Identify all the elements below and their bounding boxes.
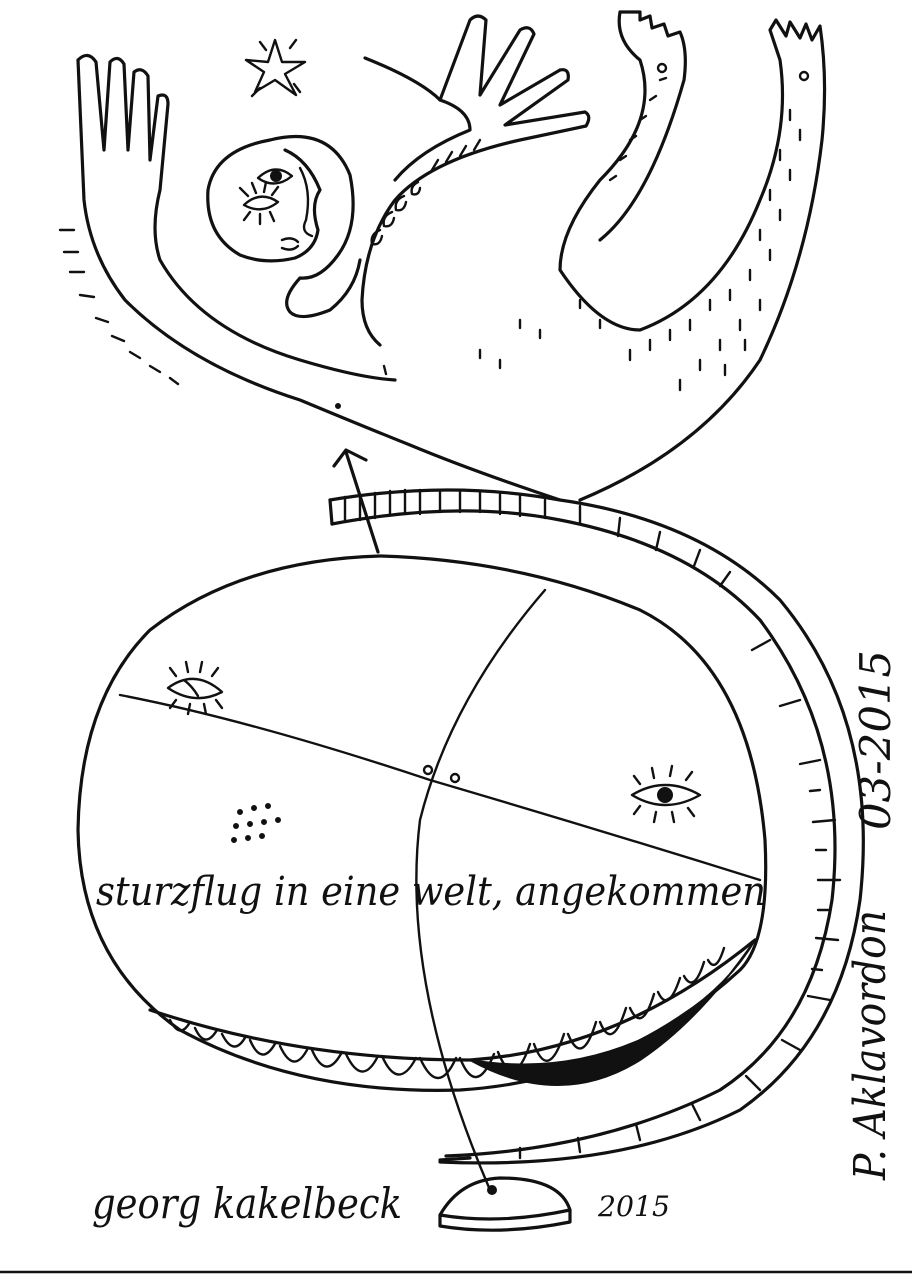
globe-outline (76, 554, 768, 1092)
dedication-text: P. Aklavordon (845, 910, 896, 1181)
globe-mouth (148, 938, 757, 1086)
arm-dashes (478, 76, 802, 392)
head (206, 135, 362, 319)
artist-signature-text: georg kakelbeck (92, 1179, 402, 1228)
equator-line (118, 693, 762, 882)
arm-hairs-left (58, 228, 180, 386)
teeth (168, 946, 726, 1079)
measuring-band (328, 488, 865, 1165)
left-hand (76, 53, 562, 502)
caption-text: sturzflug in eine welt, angekommen (96, 869, 766, 915)
branch-teeth (370, 138, 482, 246)
year-text: 2015 (597, 1190, 670, 1223)
diving-figure (58, 10, 827, 502)
band-ticks (343, 488, 842, 1160)
date-text: 03-2015 (851, 650, 900, 830)
globe-face (76, 554, 768, 1192)
globe-eye-left-icon (166, 660, 224, 716)
globe-dots (231, 803, 281, 843)
pedestal (438, 1156, 572, 1232)
right-arm (558, 10, 827, 502)
arrow-up (332, 448, 380, 554)
branch-arm (360, 14, 591, 347)
star-icon (244, 38, 307, 98)
globe-eye-right-icon (630, 764, 702, 824)
